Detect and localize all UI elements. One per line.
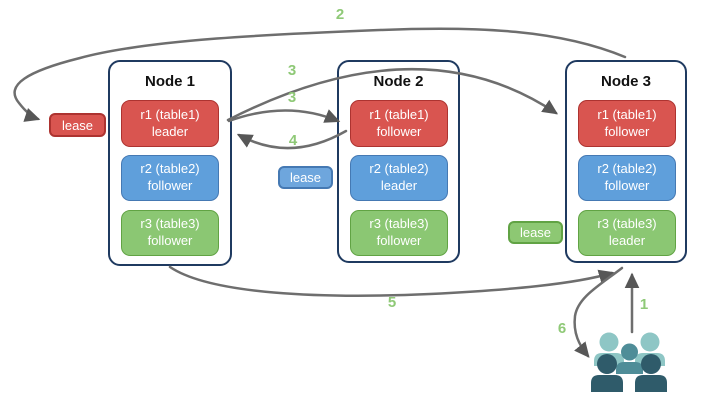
step-label-3b: 3 (287, 89, 297, 106)
step-label-4: 4 (288, 132, 298, 149)
replica-name: r2 (table2) (369, 161, 429, 177)
replica-role: leader (151, 123, 189, 139)
node-2-replica-r1: r1 (table1) follower (350, 100, 448, 147)
lease-badge-red: lease (49, 113, 106, 137)
step-label-1: 1 (639, 296, 649, 313)
replica-role: follower (604, 123, 650, 139)
lease-badge-green: lease (508, 221, 563, 244)
arrow-step2-node3-to-lease1 (13, 27, 627, 122)
users-front-row (591, 354, 667, 392)
node-2-box: Node 2 r1 (table1) follower r2 (table2) … (337, 60, 460, 263)
step-label-3a: 3 (287, 62, 297, 79)
node-2-title: Node 2 (373, 73, 424, 90)
node-3-title: Node 3 (600, 73, 651, 90)
node-3-replica-r1: r1 (table1) follower (578, 100, 676, 147)
step-label-6: 6 (557, 320, 567, 337)
replica-name: r3 (table3) (369, 216, 429, 232)
replica-role: follower (376, 233, 422, 248)
users-group-icon (591, 332, 667, 392)
replica-name: r1 (table1) (597, 106, 657, 122)
replica-name: r2 (table2) (597, 161, 657, 177)
replica-role: follower (376, 123, 422, 139)
node-1-box: Node 1 r1 (table1) leader r2 (table2) fo… (108, 60, 232, 266)
node-1-title: Node 1 (144, 73, 195, 90)
replica-role: leader (380, 178, 418, 193)
node-2-replica-r3: r3 (table3) follower (350, 210, 448, 256)
replica-name: r3 (table3) (597, 216, 657, 232)
arrow-step5-node1-to-node3 (168, 265, 615, 297)
users-middle-person (616, 343, 643, 374)
node-1-replica-r1: r1 (table1) leader (121, 100, 219, 147)
node-3-replica-r3: r3 (table3) leader (578, 210, 676, 256)
replica-role: follower (147, 178, 193, 193)
step-label-2: 2 (335, 6, 345, 23)
node-1-replica-r2: r2 (table2) follower (121, 155, 219, 201)
step-label-5: 5 (387, 294, 397, 311)
replica-name: r1 (table1) (140, 106, 200, 122)
node-3-box: Node 3 r1 (table1) follower r2 (table2) … (565, 60, 687, 263)
replica-role: follower (147, 233, 193, 248)
replica-role: follower (604, 178, 650, 193)
node-1-replica-r3: r3 (table3) follower (121, 210, 219, 256)
node-3-replica-r2: r2 (table2) follower (578, 155, 676, 201)
node-2-replica-r2: r2 (table2) leader (350, 155, 448, 201)
lease-badge-blue: lease (278, 166, 333, 189)
replica-role: leader (608, 233, 646, 248)
replica-name: r2 (table2) (140, 161, 200, 177)
replica-name: r1 (table1) (369, 106, 429, 122)
replica-name: r3 (table3) (140, 216, 200, 232)
arrow-step3-node1-to-node2 (227, 109, 341, 123)
